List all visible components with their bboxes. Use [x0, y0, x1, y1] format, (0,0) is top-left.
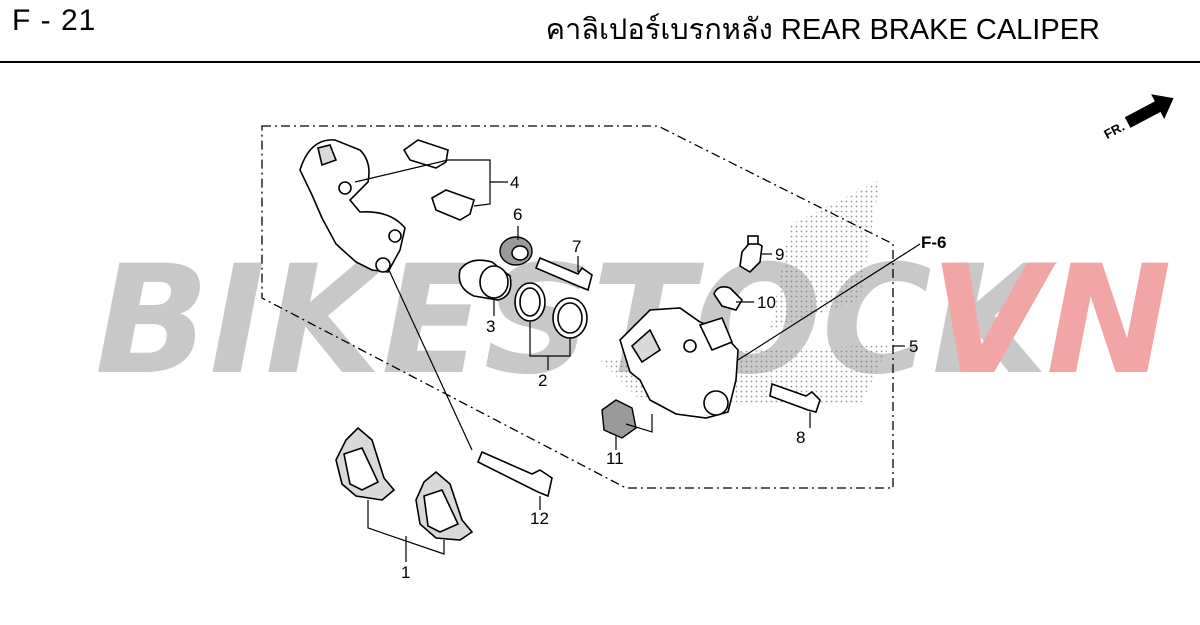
callout-1: 1	[401, 563, 410, 582]
front-direction-indicator: FR.	[1101, 94, 1174, 142]
front-arrow-icon	[1124, 94, 1174, 128]
pin-bolt-long	[476, 450, 553, 498]
callout-12: 12	[530, 509, 549, 528]
pin-boot	[601, 399, 637, 439]
watermark-suffix: VN	[930, 234, 1172, 408]
callout-10: 10	[757, 293, 776, 312]
callout-2: 2	[538, 371, 547, 390]
callout-9: 9	[775, 245, 784, 264]
brake-pad-set	[335, 426, 474, 541]
callout-4: 4	[510, 173, 519, 192]
bleeder-cap	[713, 286, 744, 311]
leader-lines	[354, 159, 921, 562]
direction-label: FR.	[1101, 119, 1127, 142]
header-divider	[0, 61, 1200, 63]
pin-bolt	[534, 256, 593, 292]
callout-11: 11	[606, 449, 624, 468]
piston	[458, 259, 512, 301]
callout-6: 6	[513, 205, 522, 224]
callout-labels: 1 2 3 4 5 6 7 8 9 10 11 12	[401, 173, 918, 582]
mounting-bolt	[769, 382, 821, 413]
dust-boot	[499, 236, 533, 266]
caliper-bracket	[299, 139, 406, 273]
section-reference: F-6	[921, 233, 947, 252]
shading-area	[770, 180, 880, 330]
reference-label: F-6	[921, 233, 947, 252]
page-title: คาลิเปอร์เบรกหลัง REAR BRAKE CALIPER	[545, 14, 1100, 46]
callout-5: 5	[909, 337, 918, 356]
bleeder-valve	[739, 235, 763, 274]
page-code: F - 21	[12, 4, 97, 37]
caliper-body	[619, 307, 739, 419]
pad-spring-clip	[402, 139, 475, 221]
callout-3: 3	[486, 317, 495, 336]
callout-7: 7	[572, 237, 581, 256]
callout-8: 8	[796, 428, 805, 447]
assembly-outline	[261, 125, 894, 489]
